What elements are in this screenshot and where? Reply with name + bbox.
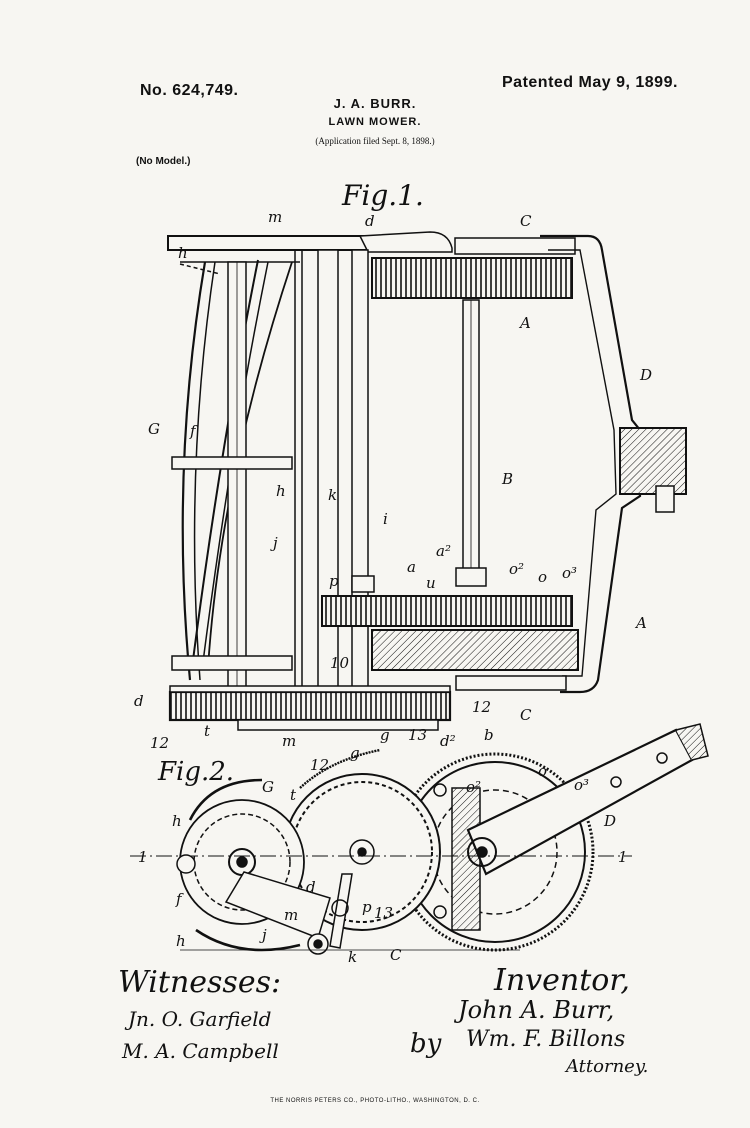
ref-label: A	[518, 314, 531, 332]
ref-label: 1	[618, 848, 628, 866]
ref-label: o³	[574, 776, 589, 794]
ref-label: j	[259, 926, 267, 944]
ref-label: 1	[138, 848, 148, 866]
ref-label: C	[520, 706, 532, 724]
printer-credit: THE NORRIS PETERS CO., PHOTO-LITHO., WAS…	[270, 1098, 480, 1104]
gear-train-lower	[371, 629, 579, 671]
ref-label: m	[284, 906, 298, 924]
ref-label: B	[501, 470, 513, 488]
upper-gear-hub	[454, 237, 576, 255]
fig2-caption: Fig.2.	[157, 757, 234, 787]
ref-label: a	[407, 558, 416, 576]
ref-label: d	[306, 878, 316, 896]
ref-label: A	[634, 614, 647, 632]
model-note: (No Model.)	[136, 156, 191, 167]
attorney-title: Attorney.	[564, 1056, 648, 1077]
ref-label: i	[383, 510, 388, 528]
patent-number: No. 624,749.	[140, 82, 239, 99]
ref-label: d	[365, 212, 375, 230]
ref-label: u	[426, 574, 436, 592]
figure-2	[130, 723, 709, 955]
ref-label: f	[189, 422, 198, 440]
ref-label: h	[276, 482, 286, 500]
ref-label: j	[270, 534, 278, 552]
ref-label: o	[538, 568, 547, 586]
ref-label: g	[350, 744, 360, 762]
ref-label: p	[362, 898, 372, 916]
figure-1	[167, 231, 687, 731]
ref-label: t	[290, 786, 297, 804]
lower-frame-bar	[168, 690, 452, 722]
signature-block: Witnesses: Jn. O. Garfield M. A. Campbel…	[118, 963, 648, 1077]
ref-label: d²	[440, 732, 456, 750]
top-frame-housing	[358, 231, 453, 253]
witnesses-heading: Witnesses:	[118, 965, 281, 1000]
ref-label: 10	[330, 654, 350, 672]
ref-label: h	[178, 244, 188, 262]
ref-label: 12	[472, 698, 491, 716]
ref-label: o²	[466, 778, 481, 796]
ref-label: d	[134, 692, 144, 710]
ref-label: o²	[509, 560, 524, 578]
ref-label: C	[390, 946, 402, 964]
cutter-reel	[171, 259, 300, 693]
ref-label: o³	[562, 564, 577, 582]
fig1-caption: Fig.1.	[341, 179, 424, 212]
ref-label: 12	[150, 734, 169, 752]
ref-label: h	[172, 812, 182, 830]
inventor-signature: John A. Burr,	[453, 996, 614, 1024]
witness-signature-2: M. A. Campbell	[121, 1039, 279, 1063]
ref-label: 13	[374, 904, 393, 922]
inventor-header: J. A. BURR.	[333, 96, 417, 111]
ref-label: D	[603, 812, 616, 830]
attorney-signature: Wm. F. Billons	[466, 1027, 625, 1052]
ref-label: t	[204, 722, 211, 740]
patent-title: LAWN MOWER.	[328, 116, 422, 128]
ref-label: G	[148, 420, 160, 438]
inventor-heading: Inventor,	[493, 963, 630, 998]
fig1-labels: m d C A D G f h k j i B p a a² u o² o o³…	[134, 208, 652, 752]
ref-label: p	[329, 572, 339, 590]
witness-signature-1: Jn. O. Garfield	[124, 1007, 271, 1031]
ref-label: b	[484, 726, 494, 744]
top-frame-bar	[167, 235, 379, 251]
fig2-handle	[466, 723, 709, 876]
ref-label: g	[380, 726, 390, 744]
ref-label: m	[268, 208, 282, 226]
ref-label: D	[639, 366, 652, 384]
ref-label: a²	[436, 542, 451, 560]
ref-label: 12	[310, 756, 329, 774]
gear-train-upper	[321, 595, 573, 627]
ref-label: G	[262, 778, 274, 796]
upper-gear-teeth	[371, 257, 573, 299]
ref-label: k	[328, 486, 337, 504]
ref-label: 13	[408, 726, 427, 744]
patent-date: Patented May 9, 1899.	[502, 74, 678, 91]
handle-bracket-inner	[548, 249, 617, 677]
ref-label: h	[176, 932, 186, 950]
fig2-labels: d² b 12 g G t o² o o³ h 1 1 D f d p 13 m…	[138, 726, 628, 966]
wooden-handle	[619, 427, 687, 495]
ref-label: m	[282, 732, 296, 750]
ref-label: C	[520, 212, 532, 230]
ref-label: k	[348, 948, 357, 966]
by-line: by	[410, 1029, 442, 1059]
ref-label: f	[175, 890, 184, 908]
application-date: (Application filed Sept. 8, 1898.)	[315, 136, 435, 146]
ref-label: o	[538, 762, 547, 780]
